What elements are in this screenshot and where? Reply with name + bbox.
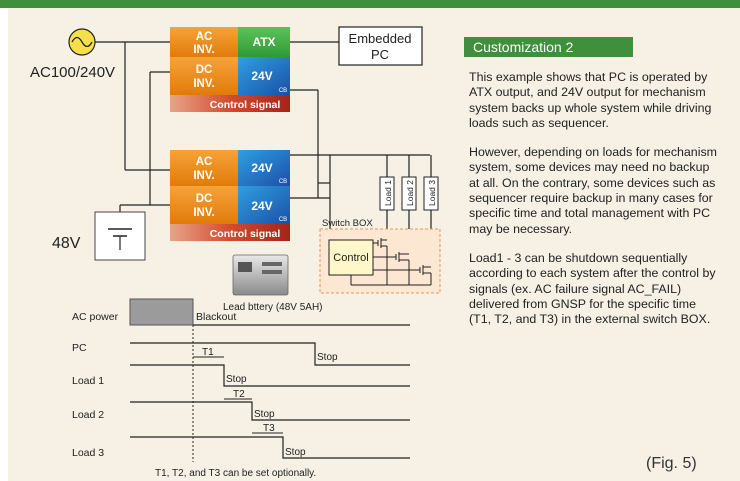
t3-label: T3 — [263, 423, 275, 434]
unit1-control-signal — [170, 95, 290, 112]
lead-battery-photo — [232, 254, 289, 296]
description-paragraph-1: This example shows that PC is operated b… — [469, 70, 712, 130]
unit2-24v-b — [238, 186, 290, 224]
customization-title: Customization 2 — [464, 37, 633, 57]
unit1-control-label: Control signal — [210, 99, 281, 111]
blackout-label: Blackout — [196, 311, 236, 323]
unit2-ac-inv-line1: AC — [196, 156, 213, 168]
load1-stop-label: Stop — [226, 374, 247, 385]
unit2-24v-a — [238, 150, 290, 186]
left-margin — [0, 8, 8, 481]
timing-chart: AC power PC Load 1 Load 2 Load 3 Blackou… — [72, 298, 410, 479]
unit2-24v-a-label: 24V — [251, 161, 272, 175]
unit2-cb-a-label: CB — [279, 179, 287, 185]
unit1-atx — [238, 27, 290, 57]
load3-box — [423, 176, 439, 211]
ac-power-on-block — [129, 298, 194, 326]
timing-row-ac-power: AC power — [72, 311, 119, 323]
load1-box — [379, 176, 395, 211]
unit2-24v-b-label: 24V — [251, 199, 272, 213]
unit2-cb-b-label: CB — [279, 217, 287, 223]
figure-label: (Fig. 5) — [646, 455, 697, 472]
unit2-dc-inv — [170, 186, 238, 224]
unit1-dc-inv — [170, 57, 238, 95]
unit1-dc-inv-line2: INV. — [193, 78, 214, 90]
unit1-dc-inv-line1: DC — [196, 64, 213, 76]
load3-label: Load 3 — [427, 180, 437, 206]
unit1-ac-inv-line1: AC — [196, 31, 213, 43]
timing-row-load1: Load 1 — [72, 375, 104, 387]
ac-input-label: AC100/240V — [30, 64, 115, 81]
embedded-pc-line2: PC — [371, 47, 389, 62]
load1-label: Load 1 — [383, 180, 393, 206]
unit1-cb-label: CB — [279, 88, 287, 94]
timing-footnote: T1, T2, and T3 can be set optionally. — [155, 468, 316, 479]
embedded-pc-line1: Embedded — [349, 31, 412, 46]
description-paragraph-3: Load1 - 3 can be shutdown sequentially a… — [469, 250, 716, 327]
unit2-ac-inv-line2: INV. — [193, 170, 214, 182]
t2-label: T2 — [233, 389, 245, 400]
unit1-atx-label: ATX — [252, 35, 275, 49]
load3-signal — [130, 436, 410, 459]
unit2-control-label: Control signal — [210, 228, 281, 240]
timing-row-load3: Load 3 — [72, 447, 104, 459]
unit1-ac-inv-line2: INV. — [193, 44, 214, 56]
pc-stop-label: Stop — [317, 352, 338, 363]
embedded-pc-box — [338, 26, 423, 66]
control-label: Control — [333, 252, 368, 264]
timing-row-load2: Load 2 — [72, 409, 104, 421]
unit2-control-signal — [170, 224, 290, 241]
sine-wave-icon — [71, 36, 93, 48]
battery-caption: Lead bttery (48V 5AH) — [223, 302, 323, 313]
top-banner — [0, 0, 740, 8]
unit2-ac-inv — [170, 150, 238, 186]
switch-box-label: Switch BOX — [322, 218, 373, 229]
load2-stop-label: Stop — [254, 409, 275, 420]
load3-stop-label: Stop — [285, 447, 306, 458]
unit1-24v — [238, 57, 290, 95]
unit2-dc-inv-line1: DC — [196, 193, 213, 205]
load2-box — [401, 176, 417, 211]
unit1-24v-label: 24V — [251, 69, 272, 83]
unit2-dc-inv-line2: INV. — [193, 207, 214, 219]
unit1-ac-inv — [170, 27, 238, 57]
pc-signal — [130, 342, 410, 366]
battery-voltage-label: 48V — [52, 235, 81, 252]
timing-row-pc: PC — [72, 342, 87, 354]
description-text: This example shows that PC is operated b… — [469, 70, 719, 341]
t1-label: T1 — [202, 347, 214, 358]
load2-label: Load 2 — [405, 180, 415, 206]
load1-signal — [130, 364, 410, 387]
description-paragraph-2: However, depending on loads for mechanis… — [469, 145, 717, 236]
switch-box-wiring — [350, 238, 432, 286]
load2-signal — [130, 401, 410, 421]
